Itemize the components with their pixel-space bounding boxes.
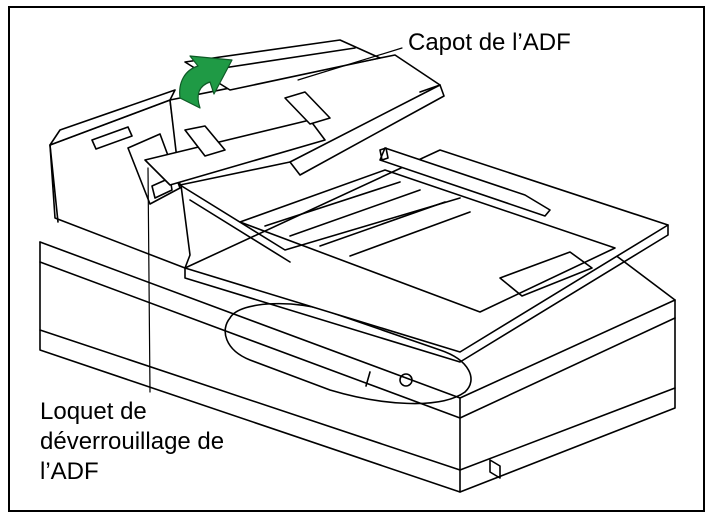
latch-label-line1: Loquet de [40, 398, 147, 425]
cover-label: Capot de l’ADF [408, 29, 571, 56]
adf-housing [49, 89, 191, 269]
latch-leader-line [147, 167, 151, 393]
flatbed-lid [184, 147, 669, 363]
front-handle [224, 302, 472, 405]
latch-label: Loquet de déverrouillage de l’ADF [40, 397, 224, 487]
lift-arrow-icon [179, 55, 233, 109]
latch-label-line2: déverrouillage de [40, 428, 225, 455]
cover-leader-line [297, 47, 403, 81]
handle-dot-icon [399, 373, 413, 387]
latch-label-line3: l’ADF [40, 458, 99, 485]
figure-frame [8, 6, 705, 512]
